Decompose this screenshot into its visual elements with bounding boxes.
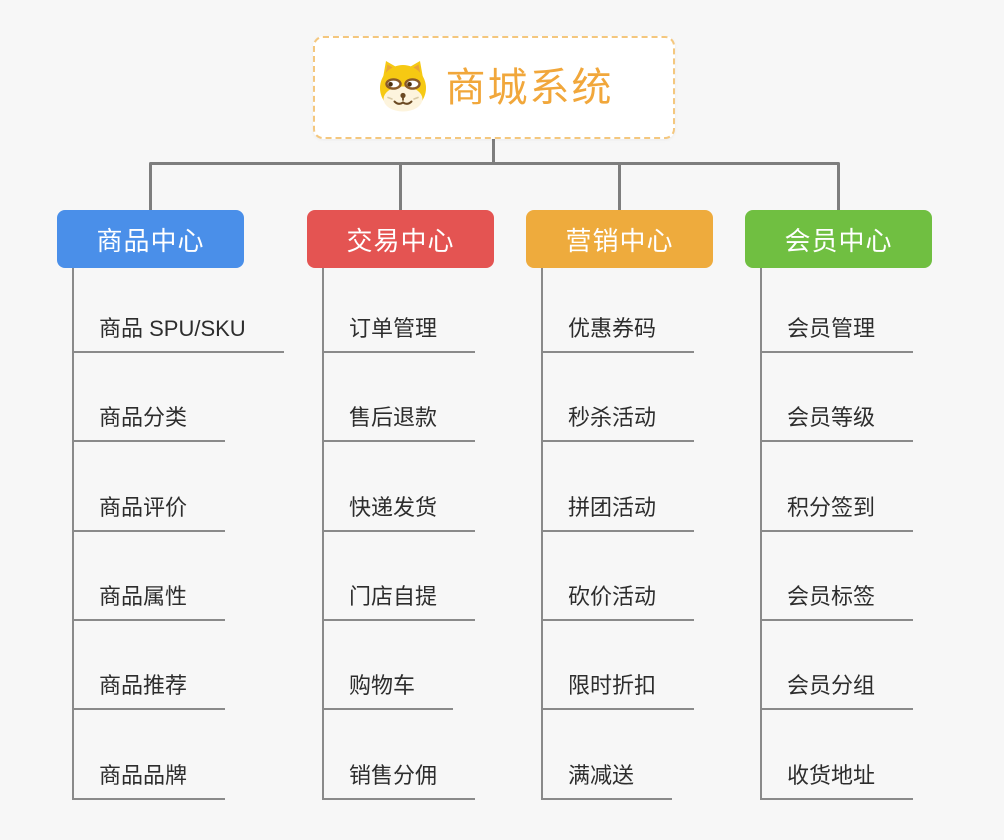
leaf-node[interactable]: 优惠券码 xyxy=(541,315,695,353)
leaf-node[interactable]: 销售分佣 xyxy=(322,762,476,800)
branch-spine-line xyxy=(541,268,543,800)
leaf-node[interactable]: 会员管理 xyxy=(760,315,914,353)
leaf-node[interactable]: 商品品牌 xyxy=(72,762,226,800)
leaf-node[interactable]: 售后退款 xyxy=(322,404,476,442)
leaf-node[interactable]: 快递发货 xyxy=(322,494,476,532)
branch-label: 营销中心 xyxy=(565,225,674,256)
leaf-node[interactable]: 秒杀活动 xyxy=(541,404,695,442)
leaf-node[interactable]: 限时折扣 xyxy=(541,672,695,710)
leaf-node[interactable]: 收货地址 xyxy=(760,762,914,800)
leaf-node[interactable]: 拼团活动 xyxy=(541,494,695,532)
branch-box-4[interactable]: 会员中心 xyxy=(745,210,932,268)
branch-label: 会员中心 xyxy=(784,225,893,256)
branch-box-2[interactable]: 交易中心 xyxy=(307,210,494,268)
leaf-node[interactable]: 购物车 xyxy=(322,672,454,710)
leaf-node[interactable]: 砍价活动 xyxy=(541,583,695,621)
leaf-node[interactable]: 会员分组 xyxy=(760,672,914,710)
connector-drop-3 xyxy=(618,164,621,210)
leaf-node[interactable]: 订单管理 xyxy=(322,315,476,353)
leaf-node[interactable]: 积分签到 xyxy=(760,494,914,532)
branch-label: 商品中心 xyxy=(96,225,205,256)
branch-box-3[interactable]: 营销中心 xyxy=(526,210,713,268)
branch-spine-line xyxy=(72,268,74,800)
leaf-node[interactable]: 商品 SPU/SKU xyxy=(72,315,284,353)
branch-spine-line xyxy=(760,268,762,800)
connector-drop-4 xyxy=(837,164,840,210)
leaf-node[interactable]: 商品属性 xyxy=(72,583,226,621)
connector-horizontal xyxy=(149,162,840,165)
connector-root-stub xyxy=(492,139,495,165)
connector-drop-1 xyxy=(149,164,152,210)
doge-icon xyxy=(375,58,431,117)
leaf-node[interactable]: 门店自提 xyxy=(322,583,476,621)
leaf-node[interactable]: 商品分类 xyxy=(72,404,226,442)
branch-box-1[interactable]: 商品中心 xyxy=(57,210,244,268)
connector-drop-2 xyxy=(399,164,402,210)
leaf-node[interactable]: 满减送 xyxy=(541,762,673,800)
leaf-node[interactable]: 商品评价 xyxy=(72,494,226,532)
branch-spine-line xyxy=(322,268,324,800)
root-title: 商城系统 xyxy=(445,65,614,110)
branch-label: 交易中心 xyxy=(346,225,455,256)
leaf-node[interactable]: 商品推荐 xyxy=(72,672,226,710)
leaf-node[interactable]: 会员标签 xyxy=(760,583,914,621)
root-node[interactable]: 商城系统 xyxy=(313,36,675,139)
leaf-node[interactable]: 会员等级 xyxy=(760,404,914,442)
